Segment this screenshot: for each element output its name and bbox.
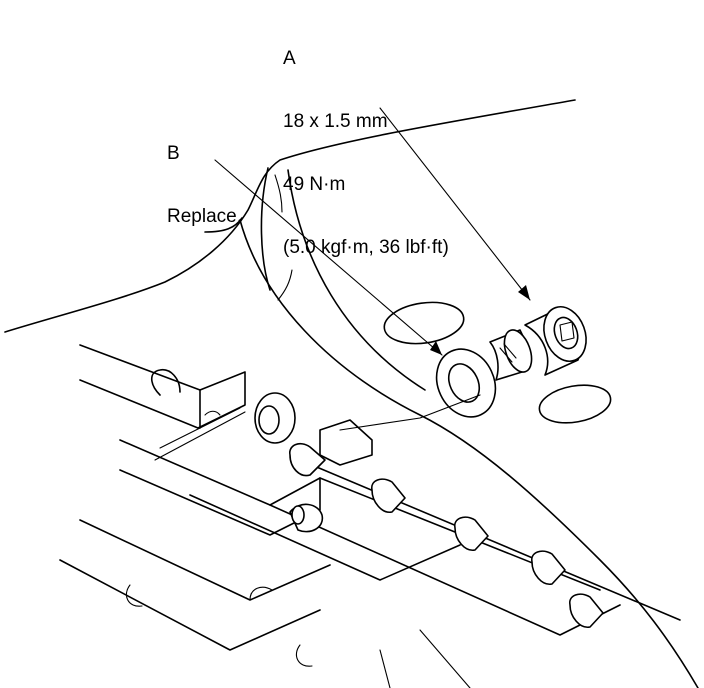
bolt-a: [489, 306, 587, 381]
callout-a-size: 18 x 1.5 mm: [283, 111, 388, 132]
callout-a-letter: A: [283, 48, 296, 69]
callout-b-note: Replace.: [167, 206, 242, 227]
callout-a: A 18 x 1.5 mm 49 N·m (5.0 kgf·m, 36 lbf·…: [283, 6, 449, 279]
callout-b: B Replace.: [167, 101, 242, 248]
callout-a-torque-alt: (5.0 kgf·m, 36 lbf·ft): [283, 237, 449, 258]
leader-lines: [214, 107, 531, 356]
callout-a-torque: 49 N·m: [283, 174, 346, 195]
valve-body: [59, 344, 681, 688]
washer-b: [435, 348, 497, 418]
callout-b-letter: B: [167, 143, 180, 164]
housing-outline: [4, 99, 699, 688]
housing-holes: [383, 301, 612, 424]
